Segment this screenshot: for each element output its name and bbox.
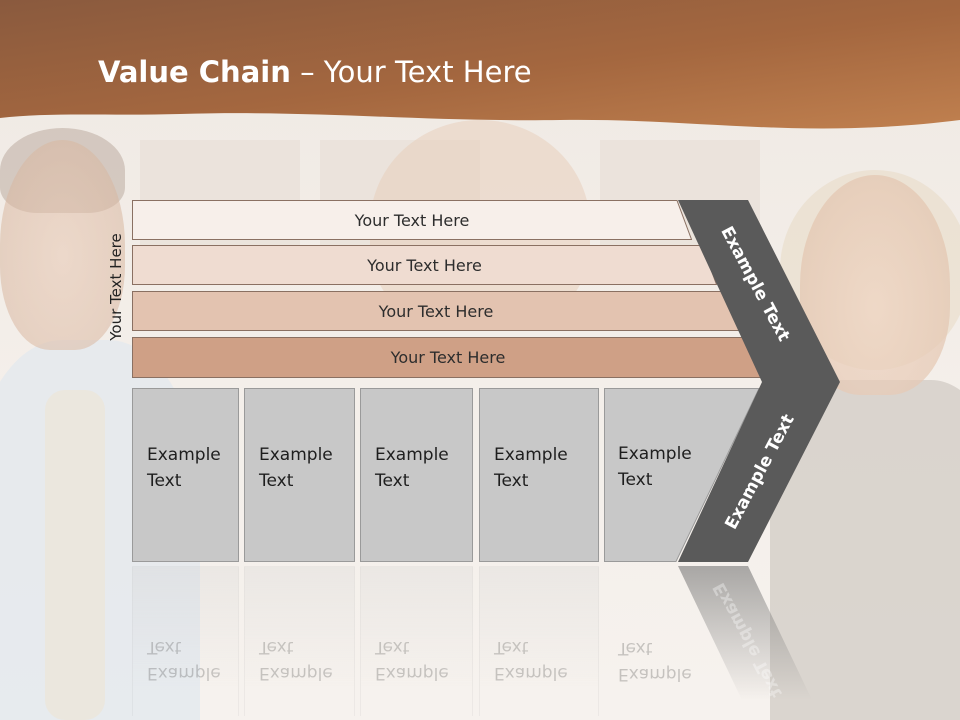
box-1-line2: Text: [147, 471, 182, 491]
box-4-line1: Example: [494, 445, 568, 465]
bar-1-label: Your Text Here: [354, 210, 470, 230]
box-5-line2: Text: [618, 470, 653, 490]
bar-4-label: Your Text Here: [390, 348, 506, 367]
page-title: Value Chain – Your Text Here: [98, 55, 532, 89]
bar-2: Your Text Here: [132, 245, 717, 285]
box-1-line1: Example: [147, 445, 221, 465]
box-3-line2: Text: [375, 471, 410, 491]
bar-2-label: Your Text Here: [367, 255, 482, 275]
box-4-line2: Text: [494, 471, 529, 491]
person-left-head: [0, 140, 125, 350]
bar-4: Your Text Here: [132, 337, 764, 378]
title-rest: – Your Text Here: [290, 55, 532, 89]
title-bold: Value Chain: [98, 55, 291, 89]
bar-1: Your Text Here: [132, 200, 692, 240]
header-band: Value Chain – Your Text Here: [0, 0, 960, 135]
box-2-line2: Text: [259, 471, 294, 491]
box-2-line1: Example: [259, 445, 333, 465]
bar-3-label: Your Text Here: [378, 301, 494, 321]
bar-3: Your Text Here: [132, 291, 740, 331]
box-3-line1: Example: [375, 445, 449, 465]
box-5-line1: Example: [618, 444, 692, 464]
person-left-tie: [45, 390, 105, 720]
